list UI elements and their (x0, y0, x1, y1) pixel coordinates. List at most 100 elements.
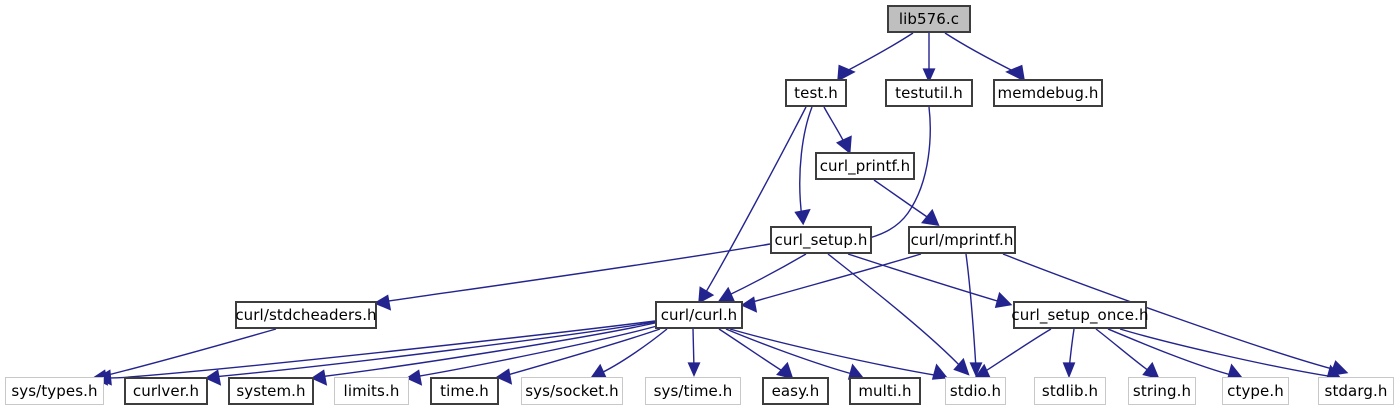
edge-curlprintfh-to-curlmprintfh (873, 179, 940, 227)
arrowhead (310, 369, 328, 386)
edge-curlcurlh-to-timeh (495, 328, 661, 385)
edge-curlsetuph-to-stdcheadersh (373, 243, 771, 311)
edge-lib576c-to-testutilh (922, 33, 936, 83)
edge-curlsetuph-to-curlsetuponceh (847, 253, 1013, 308)
node-stringh[interactable]: string.h (1128, 377, 1196, 405)
arrowhead (687, 362, 701, 377)
node-memdebugh[interactable]: memdebug.h (993, 79, 1103, 107)
node-label: system.h (236, 381, 306, 400)
edge-curlcurlh-to-multih (725, 328, 865, 380)
edge-curlmprintfh-to-curlcurlh (740, 253, 922, 313)
node-stdlibh[interactable]: stdlib.h (1034, 377, 1106, 405)
node-label: curl_setup.h (774, 230, 868, 249)
node-testutilh[interactable]: testutil.h (885, 79, 973, 107)
node-systypesh[interactable]: sys/types.h (5, 377, 104, 405)
arrowhead (922, 68, 936, 83)
node-curlverh[interactable]: curlver.h (124, 377, 208, 405)
arrowhead (405, 369, 423, 386)
edge-curlcurlh-to-curlverh (204, 321, 656, 386)
edge-curlsetuponceh-to-stringh (1095, 328, 1160, 380)
edge-curlcurlh-to-stdioh (729, 328, 949, 380)
node-label: ctype.h (1227, 381, 1284, 400)
node-easyh[interactable]: easy.h (762, 377, 829, 405)
edge-curlcurlh-to-limitsh (405, 325, 658, 386)
node-label: lib576.c (898, 9, 960, 28)
node-stdcheadersh[interactable]: curl/stdcheaders.h (235, 301, 377, 329)
edge-lib576c-to-memdebugh (944, 32, 1026, 82)
edge-stdcheadersh-to-systypesh (91, 328, 277, 386)
edge-curlsetuph-to-curlcurlh (718, 253, 807, 303)
node-label: curlver.h (132, 381, 200, 400)
arrowhead (495, 368, 513, 385)
arrowhead (794, 208, 811, 226)
node-curlmprintfh[interactable]: curl/mprintf.h (908, 226, 1016, 254)
node-stdargh[interactable]: stdarg.h (1318, 377, 1394, 405)
node-label: time.h (440, 381, 489, 400)
arrowhead (204, 369, 222, 386)
edge-curlsetuponceh-to-stdlibh (1062, 328, 1076, 379)
node-label: multi.h (858, 381, 912, 400)
edge-testh-to-curlprintfh (823, 106, 852, 155)
node-label: testutil.h (895, 83, 963, 102)
edge-curlsetuph-to-stdioh (827, 253, 970, 376)
node-ctypeh[interactable]: ctype.h (1222, 377, 1289, 405)
node-testh[interactable]: test.h (785, 79, 847, 107)
node-curlcurlh[interactable]: curl/curl.h (655, 301, 743, 329)
edge-curlsetuponceh-to-stdioh (974, 328, 1052, 380)
node-label: memdebug.h (997, 83, 1099, 102)
node-timeh[interactable]: time.h (430, 377, 499, 405)
edge-curlcurlh-to-syssocketh (590, 328, 668, 380)
node-label: curl_setup_once.h (1011, 305, 1149, 324)
arrowhead (931, 363, 949, 380)
node-label: curl_printf.h (819, 156, 911, 175)
edge-curlcurlh-to-systypesh (95, 320, 656, 386)
arrowhead (1062, 362, 1076, 379)
node-label: limits.h (343, 381, 400, 400)
arrowhead (740, 296, 758, 313)
edge-curlsetuponceh-to-ctypeh (1107, 328, 1244, 380)
arrowhead (994, 291, 1013, 308)
arrowhead (953, 357, 970, 376)
node-label: stdio.h (949, 381, 1002, 400)
node-label: sys/types.h (11, 381, 98, 400)
node-label: curl/mprintf.h (910, 230, 1014, 249)
arrowhead (1142, 361, 1160, 380)
node-stdioh[interactable]: stdio.h (945, 377, 1006, 405)
arrowhead (373, 294, 392, 311)
node-label: string.h (1132, 381, 1192, 400)
node-multih[interactable]: multi.h (849, 377, 921, 405)
node-label: sys/time.h (653, 381, 733, 400)
node-curlprintfh[interactable]: curl_printf.h (815, 152, 915, 180)
arrowhead (921, 208, 940, 227)
edge-testh-to-curlsetuph (794, 106, 813, 226)
arrowhead (837, 64, 856, 82)
arrowhead (969, 362, 983, 377)
edge-testh-to-curlcurlh (698, 106, 807, 304)
arrowhead (718, 286, 736, 303)
edge-curlmprintfh-to-stdioh (965, 253, 983, 377)
node-curlsetuponceh[interactable]: curl_setup_once.h (1011, 301, 1149, 329)
node-syssocketh[interactable]: sys/socket.h (521, 377, 623, 405)
node-label: easy.h (771, 381, 820, 400)
node-systemh[interactable]: system.h (228, 377, 314, 405)
edge-curlcurlh-to-easyh (718, 328, 794, 380)
arrowhead (1005, 64, 1026, 82)
arrowhead (698, 286, 715, 304)
node-label: curl/stdcheaders.h (235, 305, 377, 324)
node-label: curl/curl.h (660, 305, 738, 324)
arrowhead (95, 369, 112, 386)
node-curlsetuph[interactable]: curl_setup.h (770, 226, 872, 254)
node-label: stdlib.h (1041, 381, 1099, 400)
node-lib576c[interactable]: lib576.c (887, 5, 971, 33)
edge-lib576c-to-testh (837, 32, 914, 82)
node-label: test.h (794, 83, 838, 102)
node-label: stdarg.h (1324, 381, 1388, 400)
arrowhead (776, 361, 794, 380)
edge-curlcurlh-to-systimeh (687, 328, 701, 377)
node-limitsh[interactable]: limits.h (334, 377, 409, 405)
node-systimeh[interactable]: sys/time.h (645, 377, 741, 405)
node-label: sys/socket.h (525, 381, 619, 400)
arrowhead (835, 135, 852, 155)
